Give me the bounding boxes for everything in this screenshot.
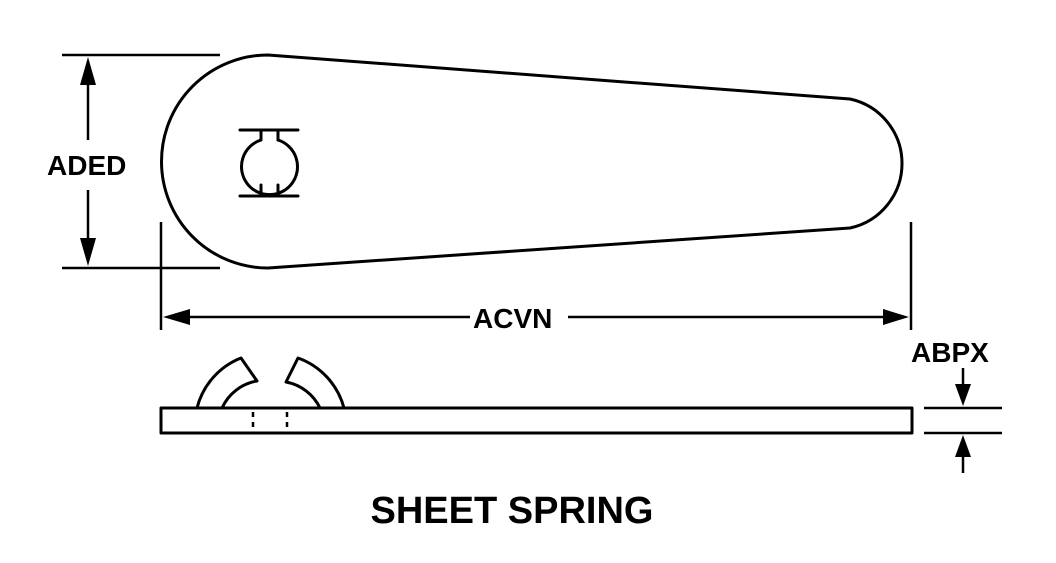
spring-strip — [159, 406, 914, 435]
left-tab — [195, 356, 259, 410]
side-view — [159, 356, 914, 435]
thickness-dimension-label: ABPX — [911, 337, 989, 368]
spring-outline — [160, 53, 904, 270]
length-dimension-label: ACVN — [473, 303, 552, 334]
drawing-title: SHEET SPRING — [371, 490, 654, 532]
height-dimension: ADED — [47, 53, 220, 270]
height-dimension-label: ADED — [47, 150, 126, 181]
right-tab — [284, 356, 346, 410]
top-view — [160, 53, 904, 270]
mounting-hole — [238, 128, 300, 198]
length-dimension: ACVN — [159, 222, 913, 334]
thickness-dimension: ABPX — [911, 337, 1002, 473]
